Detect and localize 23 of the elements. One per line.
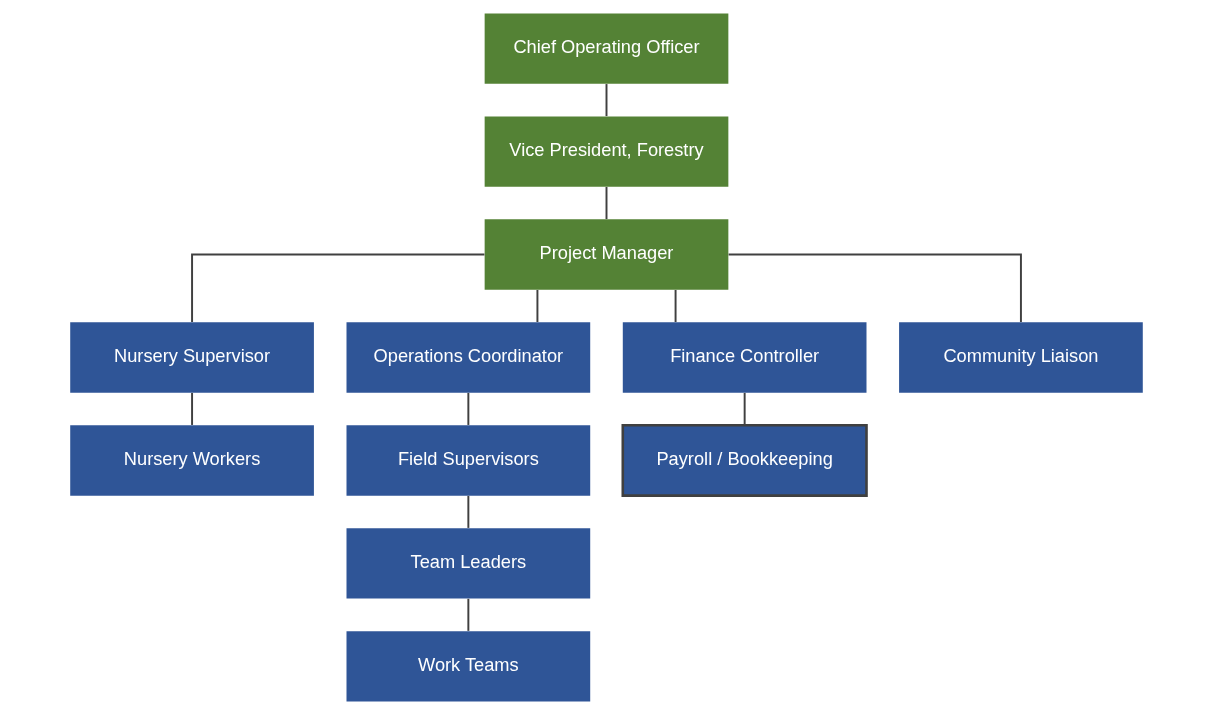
node-box: Project Manager [484, 219, 728, 290]
node-box: Chief Operating Officer [484, 13, 728, 84]
connector [674, 289, 677, 323]
node-box: Team Leaders [346, 528, 590, 599]
node-box: Finance Controller [622, 322, 866, 393]
connector [190, 391, 193, 426]
connector [466, 597, 469, 632]
connector [535, 289, 538, 323]
node-box: Operations Coordinator [346, 322, 590, 393]
node-box: Nursery Workers [69, 425, 314, 496]
node-box: Vice President, Forestry [484, 116, 728, 187]
node-box: Nursery Supervisor [69, 322, 314, 393]
node-box: Field Supervisors [346, 425, 590, 496]
node-box: Work Teams [346, 631, 590, 702]
connector [727, 253, 1022, 324]
connector [743, 391, 746, 426]
connector [466, 391, 469, 426]
connector [466, 494, 469, 529]
connector [605, 83, 607, 118]
connector [190, 253, 485, 324]
node-box: Payroll / Bookkeeping [621, 423, 868, 497]
node-box: Community Liaison [898, 322, 1143, 393]
connector [605, 186, 607, 220]
